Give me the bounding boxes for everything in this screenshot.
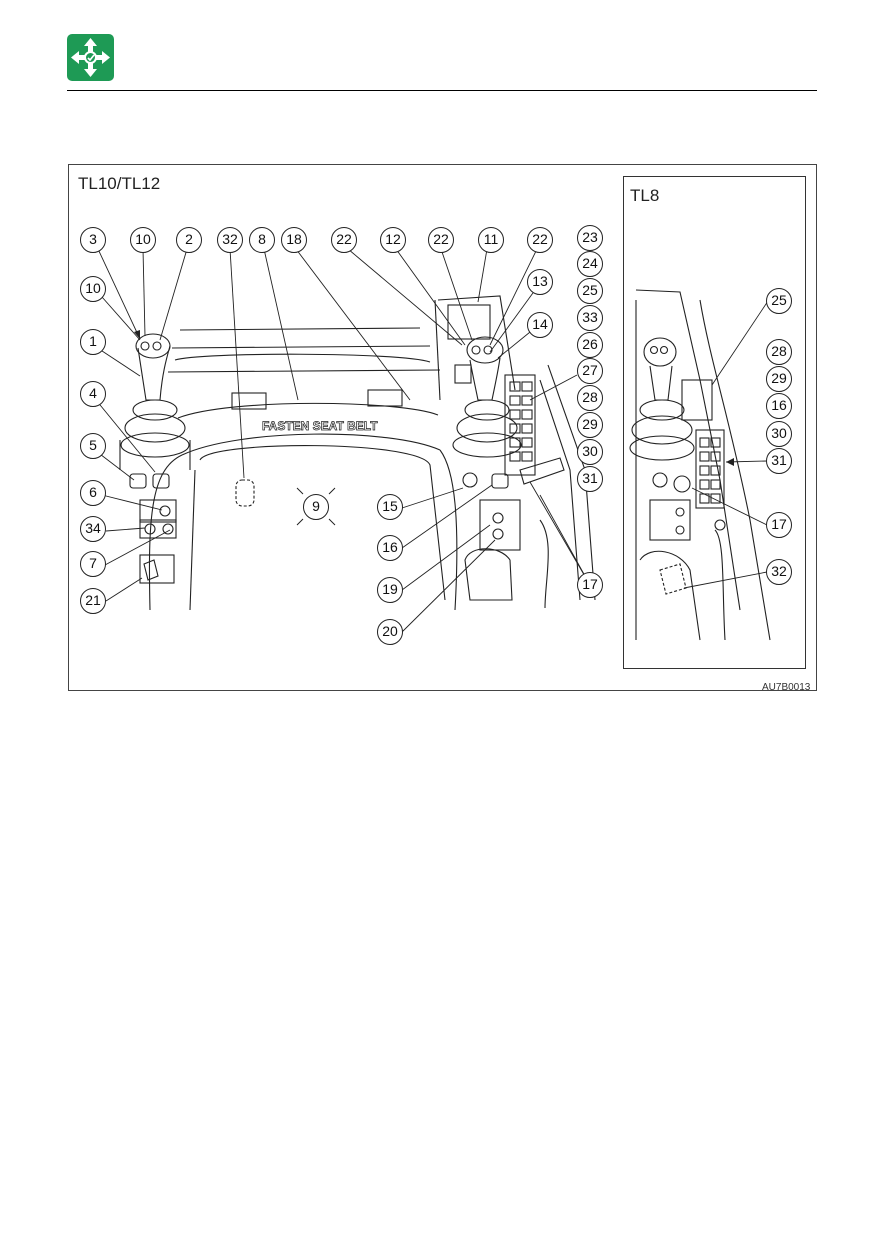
- callout: 20: [377, 619, 403, 645]
- callout: 7: [80, 551, 106, 577]
- callout: 31: [766, 448, 792, 474]
- callout: 1: [80, 329, 106, 355]
- callout: 3: [80, 227, 106, 253]
- callout: 4: [80, 381, 106, 407]
- callout: 22: [527, 227, 553, 253]
- callout: 18: [281, 227, 307, 253]
- callout: 17: [577, 572, 603, 598]
- callout: 6: [80, 480, 106, 506]
- callout: 13: [527, 269, 553, 295]
- callout: 30: [766, 421, 792, 447]
- callout: 34: [80, 516, 106, 542]
- callout: 9: [303, 494, 329, 520]
- callout: 14: [527, 312, 553, 338]
- callout: 28: [766, 339, 792, 365]
- callout: 15: [377, 494, 403, 520]
- callout: 16: [766, 393, 792, 419]
- callout: 25: [766, 288, 792, 314]
- callout: 29: [577, 412, 603, 438]
- callout: 17: [766, 512, 792, 538]
- callout: 26: [577, 332, 603, 358]
- callout: 32: [217, 227, 243, 253]
- callout: 30: [577, 439, 603, 465]
- callout: 31: [577, 466, 603, 492]
- callout: 29: [766, 366, 792, 392]
- callout: 27: [577, 358, 603, 384]
- callout: 2: [176, 227, 202, 253]
- callout: 22: [331, 227, 357, 253]
- callout: 10: [130, 227, 156, 253]
- callout: 10: [80, 276, 106, 302]
- callout: 12: [380, 227, 406, 253]
- callout: 28: [577, 385, 603, 411]
- fasten-seat-belt-label: FASTEN SEAT BELT: [262, 419, 378, 433]
- callout: 8: [249, 227, 275, 253]
- callout: 32: [766, 559, 792, 585]
- callout: 33: [577, 305, 603, 331]
- callout: 25: [577, 278, 603, 304]
- callout: 23: [577, 225, 603, 251]
- callout: 24: [577, 251, 603, 277]
- callout: 21: [80, 588, 106, 614]
- callout: 16: [377, 535, 403, 561]
- callout: 5: [80, 433, 106, 459]
- callout: 11: [478, 227, 504, 253]
- callout: 19: [377, 577, 403, 603]
- callout: 22: [428, 227, 454, 253]
